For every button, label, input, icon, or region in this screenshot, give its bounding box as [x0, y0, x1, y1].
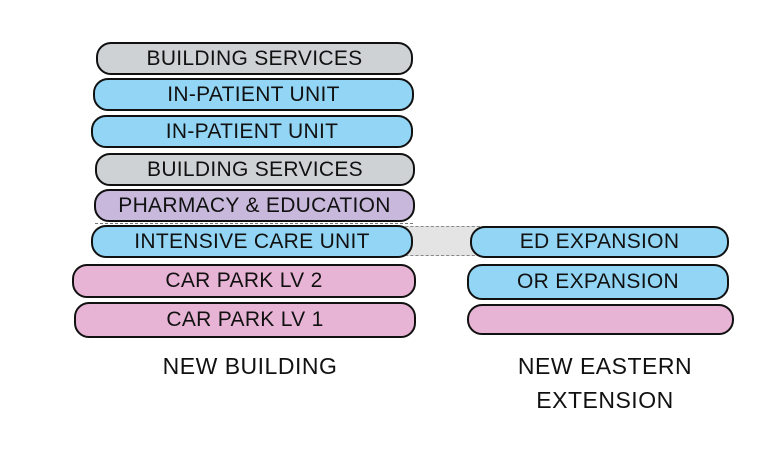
caption-new-eastern-extension: NEW EASTERN EXTENSION: [470, 349, 740, 417]
floor-car-park-lv1: CAR PARK LV 1: [74, 302, 416, 338]
floor-ed-expansion: ED EXPANSION: [470, 226, 729, 258]
floor-in-patient-unit-lower: IN-PATIENT UNIT: [91, 115, 413, 148]
floor-intensive-care-unit: INTENSIVE CARE UNIT: [91, 225, 413, 258]
floor-building-services-top: BUILDING SERVICES: [96, 42, 413, 75]
floor-building-services-mid: BUILDING SERVICES: [95, 153, 415, 186]
caption-line-2: EXTENSION: [536, 387, 674, 413]
caption-line-1: NEW EASTERN: [517, 353, 693, 379]
level-guide-line: [95, 223, 413, 224]
caption-new-building: NEW BUILDING: [162, 353, 338, 379]
floor-in-patient-unit-upper: IN-PATIENT UNIT: [93, 78, 414, 111]
floor-or-expansion: OR EXPANSION: [467, 264, 729, 300]
floor-car-park-extension: [467, 304, 734, 335]
floor-car-park-lv2: CAR PARK LV 2: [72, 264, 416, 298]
floor-pharmacy-education: PHARMACY & EDUCATION: [94, 189, 415, 222]
